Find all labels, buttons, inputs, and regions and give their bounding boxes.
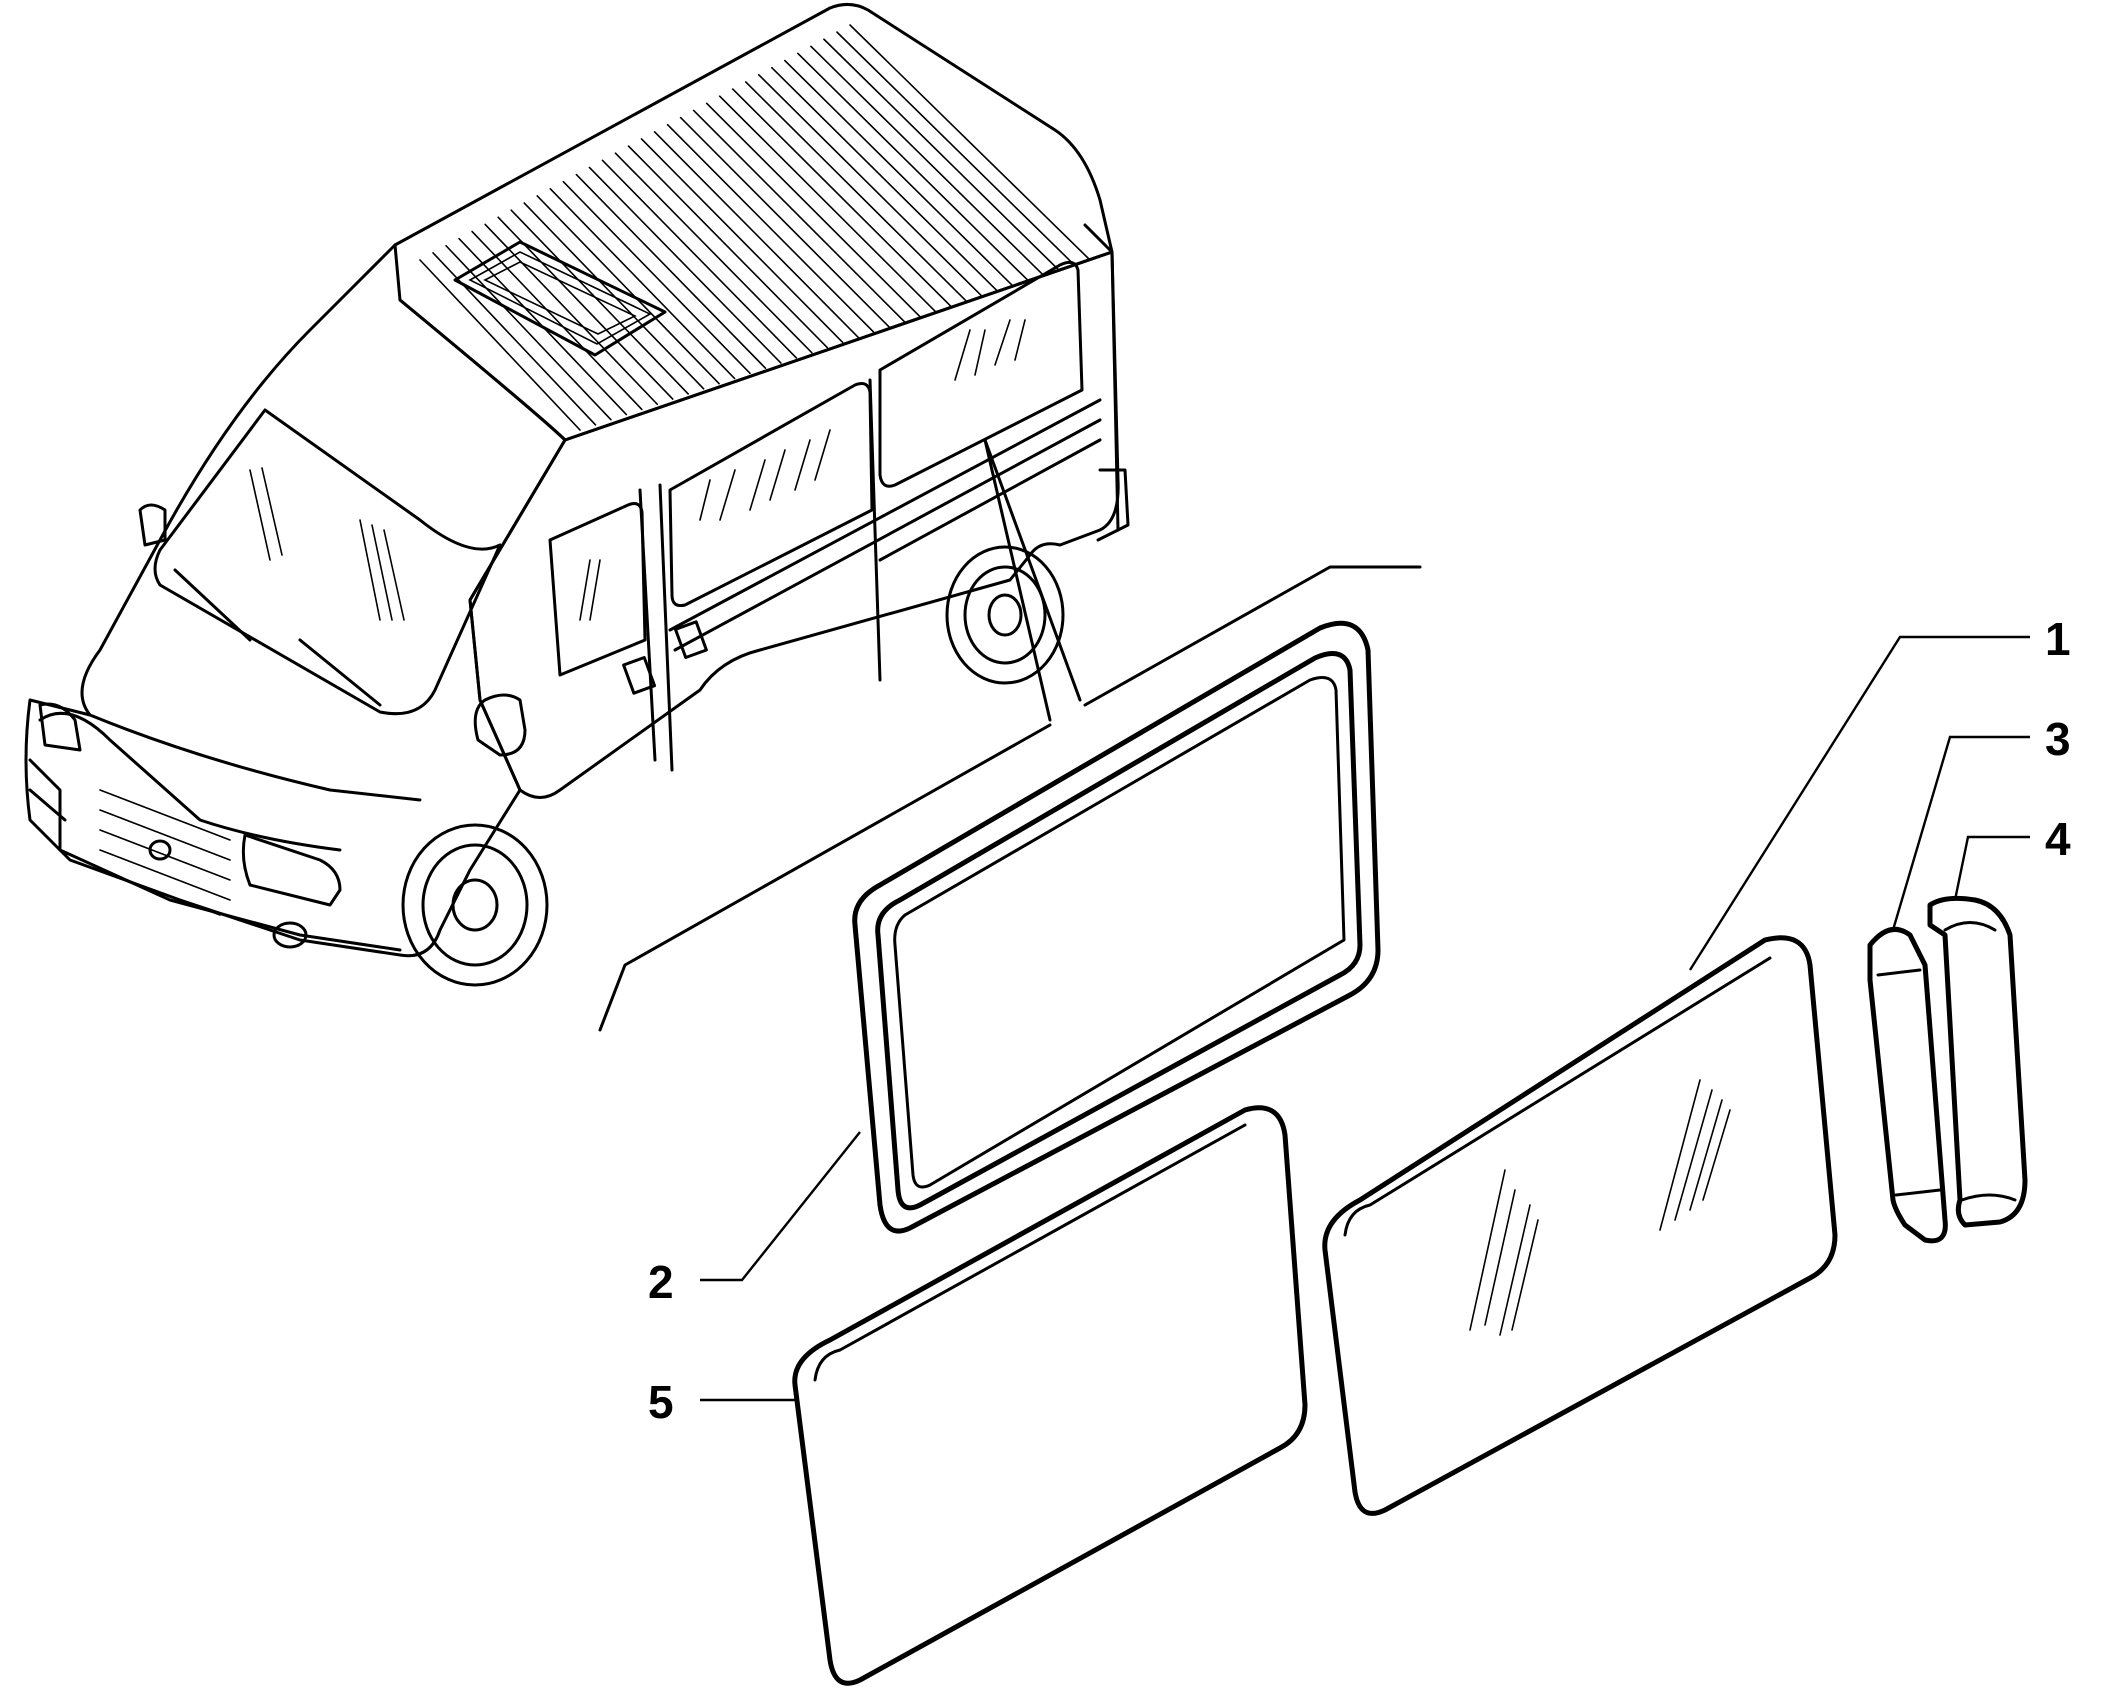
roof-rib <box>744 81 968 303</box>
glass-reflection-lines <box>1469 1079 1731 1336</box>
leader-2 <box>700 1131 861 1282</box>
roof-ribs <box>419 24 1091 431</box>
leader-lines <box>700 635 2030 1402</box>
van-cab <box>24 243 567 958</box>
roof-rib <box>692 109 906 323</box>
roof-rib <box>484 223 659 406</box>
roof-rib <box>705 102 921 318</box>
callout-3: 3 <box>2045 713 2071 765</box>
van-body-side <box>468 250 1120 799</box>
roof-rib <box>445 244 612 421</box>
part-3-trim <box>1867 926 1948 1244</box>
windshield <box>153 408 502 716</box>
roof-rib <box>601 159 798 359</box>
roof-rib <box>731 88 952 308</box>
roof-rib <box>497 216 674 400</box>
front-bumper <box>28 758 402 952</box>
part-4-trim <box>1927 895 2028 1228</box>
roof-rib <box>810 45 1045 277</box>
windshield-hatching <box>249 467 405 621</box>
roof-rib <box>679 116 890 328</box>
headlight-right <box>241 833 342 907</box>
callout-5: 5 <box>648 1376 674 1428</box>
leader-3 <box>1891 735 2030 931</box>
roof-rib <box>536 195 720 385</box>
roof-rib <box>627 145 829 349</box>
part-5-glass <box>792 1105 1308 1686</box>
rear-wheel <box>945 545 1065 685</box>
roof-rib <box>523 202 705 390</box>
roof-hatch <box>453 240 667 357</box>
roof-rib <box>718 95 937 313</box>
roof-rib <box>849 24 1091 261</box>
part-2-window-seal <box>852 620 1381 1234</box>
leader-4 <box>1953 835 2030 901</box>
roof-rib <box>797 52 1029 282</box>
van-illustration <box>24 3 1130 987</box>
roof-rib <box>575 173 767 369</box>
explosion-lines <box>598 438 1422 1032</box>
roof-rib <box>640 138 844 344</box>
side-mirror <box>473 693 527 757</box>
sliding-door-window <box>668 382 874 607</box>
roof-rib <box>653 131 859 339</box>
roof-rib <box>549 187 736 380</box>
front-door-window <box>548 502 647 677</box>
roof-rib <box>471 230 643 411</box>
headlight-left <box>38 702 82 752</box>
roof-rib <box>784 59 1014 287</box>
leader-1 <box>1688 635 2030 971</box>
roof-rib <box>666 123 875 333</box>
roof-rib <box>614 152 813 354</box>
rear-side-window <box>878 260 1084 488</box>
roof-rib <box>823 38 1060 272</box>
callout-1: 1 <box>2045 613 2071 665</box>
roof-rib <box>771 66 999 292</box>
roof-rib <box>562 180 751 375</box>
part-1-glass <box>1322 935 1838 1516</box>
roof-rib <box>757 74 983 297</box>
roof-rib <box>419 259 581 431</box>
roof-rib <box>836 31 1076 266</box>
roof-rib <box>588 166 782 364</box>
callout-2: 2 <box>648 1256 674 1308</box>
roof-rib <box>510 209 689 395</box>
callout-4: 4 <box>2045 813 2071 865</box>
front-wheel <box>401 823 549 987</box>
